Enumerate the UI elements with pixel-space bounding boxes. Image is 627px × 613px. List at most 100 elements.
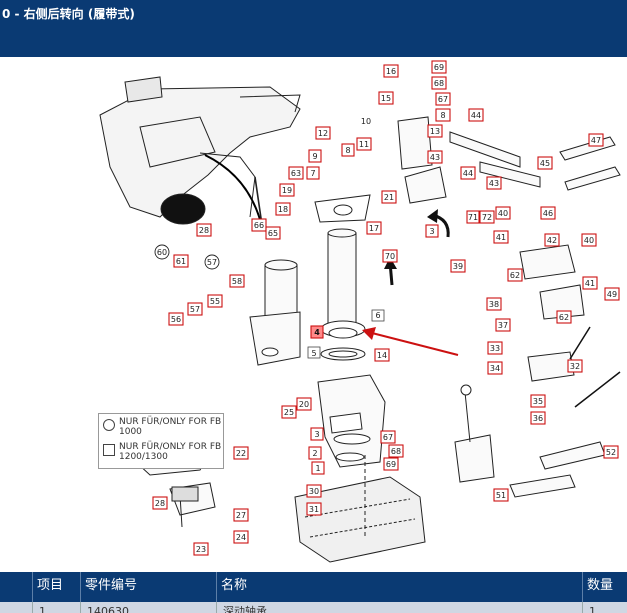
callout-8: 8	[435, 108, 451, 122]
svg-text:9: 9	[312, 152, 317, 161]
svg-text:52: 52	[606, 448, 616, 457]
parts-diagram[interactable]: 60 57 16 69 68 15 67 8 44 13 12 11 9 8 4…	[0, 57, 627, 568]
svg-text:33: 33	[490, 344, 500, 353]
svg-text:45: 45	[540, 159, 550, 168]
svg-text:24: 24	[236, 533, 246, 542]
svg-text:13: 13	[430, 127, 440, 136]
svg-text:11: 11	[359, 140, 369, 149]
svg-text:14: 14	[377, 351, 387, 360]
callout-8b: 8	[341, 143, 355, 157]
svg-text:69: 69	[386, 460, 396, 469]
callout-2: 2	[308, 446, 322, 460]
column-part-number[interactable]: 零件编号	[80, 572, 216, 602]
lower-assembly	[294, 347, 426, 563]
machine-illustration	[99, 76, 301, 226]
svg-text:39: 39	[453, 262, 463, 271]
callout-34: 34	[487, 361, 503, 375]
right-assembly	[397, 116, 621, 498]
svg-text:42: 42	[547, 236, 557, 245]
callout-19: 19	[279, 183, 295, 197]
svg-text:20: 20	[299, 400, 309, 409]
callout-67: 67	[435, 92, 451, 106]
left-cylinder	[249, 259, 301, 366]
svg-text:4: 4	[314, 328, 320, 337]
svg-text:3: 3	[429, 227, 434, 236]
svg-text:44: 44	[471, 111, 481, 120]
svg-text:40: 40	[584, 236, 594, 245]
callout-23: 23	[193, 542, 209, 556]
callout-35: 35	[530, 394, 546, 408]
callout-58: 58	[229, 274, 245, 288]
header-bar: 0 - 右侧后转向 (履带式)	[0, 0, 627, 57]
callout-68: 68	[431, 76, 447, 90]
callout-55: 55	[207, 294, 223, 308]
svg-text:49: 49	[607, 290, 617, 299]
callout-28a: 28	[196, 223, 212, 237]
callout-49: 49	[604, 287, 620, 301]
callout-6: 6	[375, 311, 380, 320]
callout-16: 16	[383, 64, 399, 78]
callout-17: 17	[366, 221, 382, 235]
callout-45: 45	[537, 156, 553, 170]
highlight-arrow	[367, 331, 459, 356]
callout-3a: 3	[425, 224, 439, 238]
callout-7: 7	[306, 166, 320, 180]
svg-text:28: 28	[199, 226, 209, 235]
callout-12: 12	[315, 126, 331, 140]
callout-71: 71	[466, 210, 480, 224]
svg-text:8: 8	[345, 146, 350, 155]
svg-text:62: 62	[559, 313, 569, 322]
callout-3b: 3	[310, 427, 324, 441]
svg-text:23: 23	[196, 545, 206, 554]
callout-37: 37	[495, 318, 511, 332]
svg-text:60: 60	[157, 248, 167, 257]
column-quantity[interactable]: 数量	[582, 572, 627, 602]
callout-67b: 67	[380, 430, 396, 444]
svg-text:25: 25	[284, 408, 294, 417]
callout-40b: 40	[581, 233, 597, 247]
legend-text: NUR FÜR/ONLY FOR FB 1200/1300	[119, 442, 222, 462]
svg-text:61: 61	[176, 257, 186, 266]
svg-text:51: 51	[496, 491, 506, 500]
svg-text:31: 31	[309, 505, 319, 514]
cell-quantity: 1	[582, 602, 627, 613]
svg-text:1: 1	[315, 464, 320, 473]
callout-18: 18	[275, 202, 291, 216]
column-name[interactable]: 名称	[216, 572, 582, 602]
svg-text:32: 32	[570, 362, 580, 371]
svg-text:35: 35	[533, 397, 543, 406]
svg-text:67: 67	[438, 95, 448, 104]
svg-text:58: 58	[232, 277, 242, 286]
callout-15: 15	[378, 91, 394, 105]
callout-44b: 44	[460, 166, 476, 180]
callout-27: 27	[233, 508, 249, 522]
callout-51: 51	[493, 488, 509, 502]
legend-item-fb1200: NUR FÜR/ONLY FOR FB 1200/1300	[103, 442, 223, 462]
svg-text:16: 16	[386, 67, 396, 76]
svg-text:22: 22	[236, 449, 246, 458]
callout-57b: 57	[187, 302, 203, 316]
callout-28b: 28	[152, 496, 168, 510]
cell-item: 1	[32, 602, 80, 613]
svg-text:55: 55	[210, 297, 220, 306]
callout-31: 31	[306, 502, 322, 516]
square-symbol-icon	[103, 444, 115, 456]
callout-24: 24	[233, 530, 249, 544]
callout-69: 69	[431, 60, 447, 74]
svg-text:7: 7	[310, 169, 315, 178]
plain-callouts: 10 6 5	[307, 117, 385, 359]
table-row[interactable]: 1 140630 深动轴承 1	[0, 602, 627, 613]
svg-text:57: 57	[207, 258, 217, 267]
callout-66: 66	[251, 218, 267, 232]
circled-callouts: 60 57	[154, 244, 220, 270]
callout-1: 1	[311, 461, 325, 475]
callout-5: 5	[311, 349, 316, 358]
svg-text:68: 68	[434, 79, 444, 88]
svg-text:72: 72	[482, 213, 492, 222]
svg-text:17: 17	[369, 224, 379, 233]
callout-63: 63	[288, 166, 304, 180]
svg-text:40: 40	[498, 209, 508, 218]
svg-text:57: 57	[190, 305, 200, 314]
svg-text:41: 41	[496, 233, 506, 242]
column-item[interactable]: 项目	[32, 572, 80, 602]
